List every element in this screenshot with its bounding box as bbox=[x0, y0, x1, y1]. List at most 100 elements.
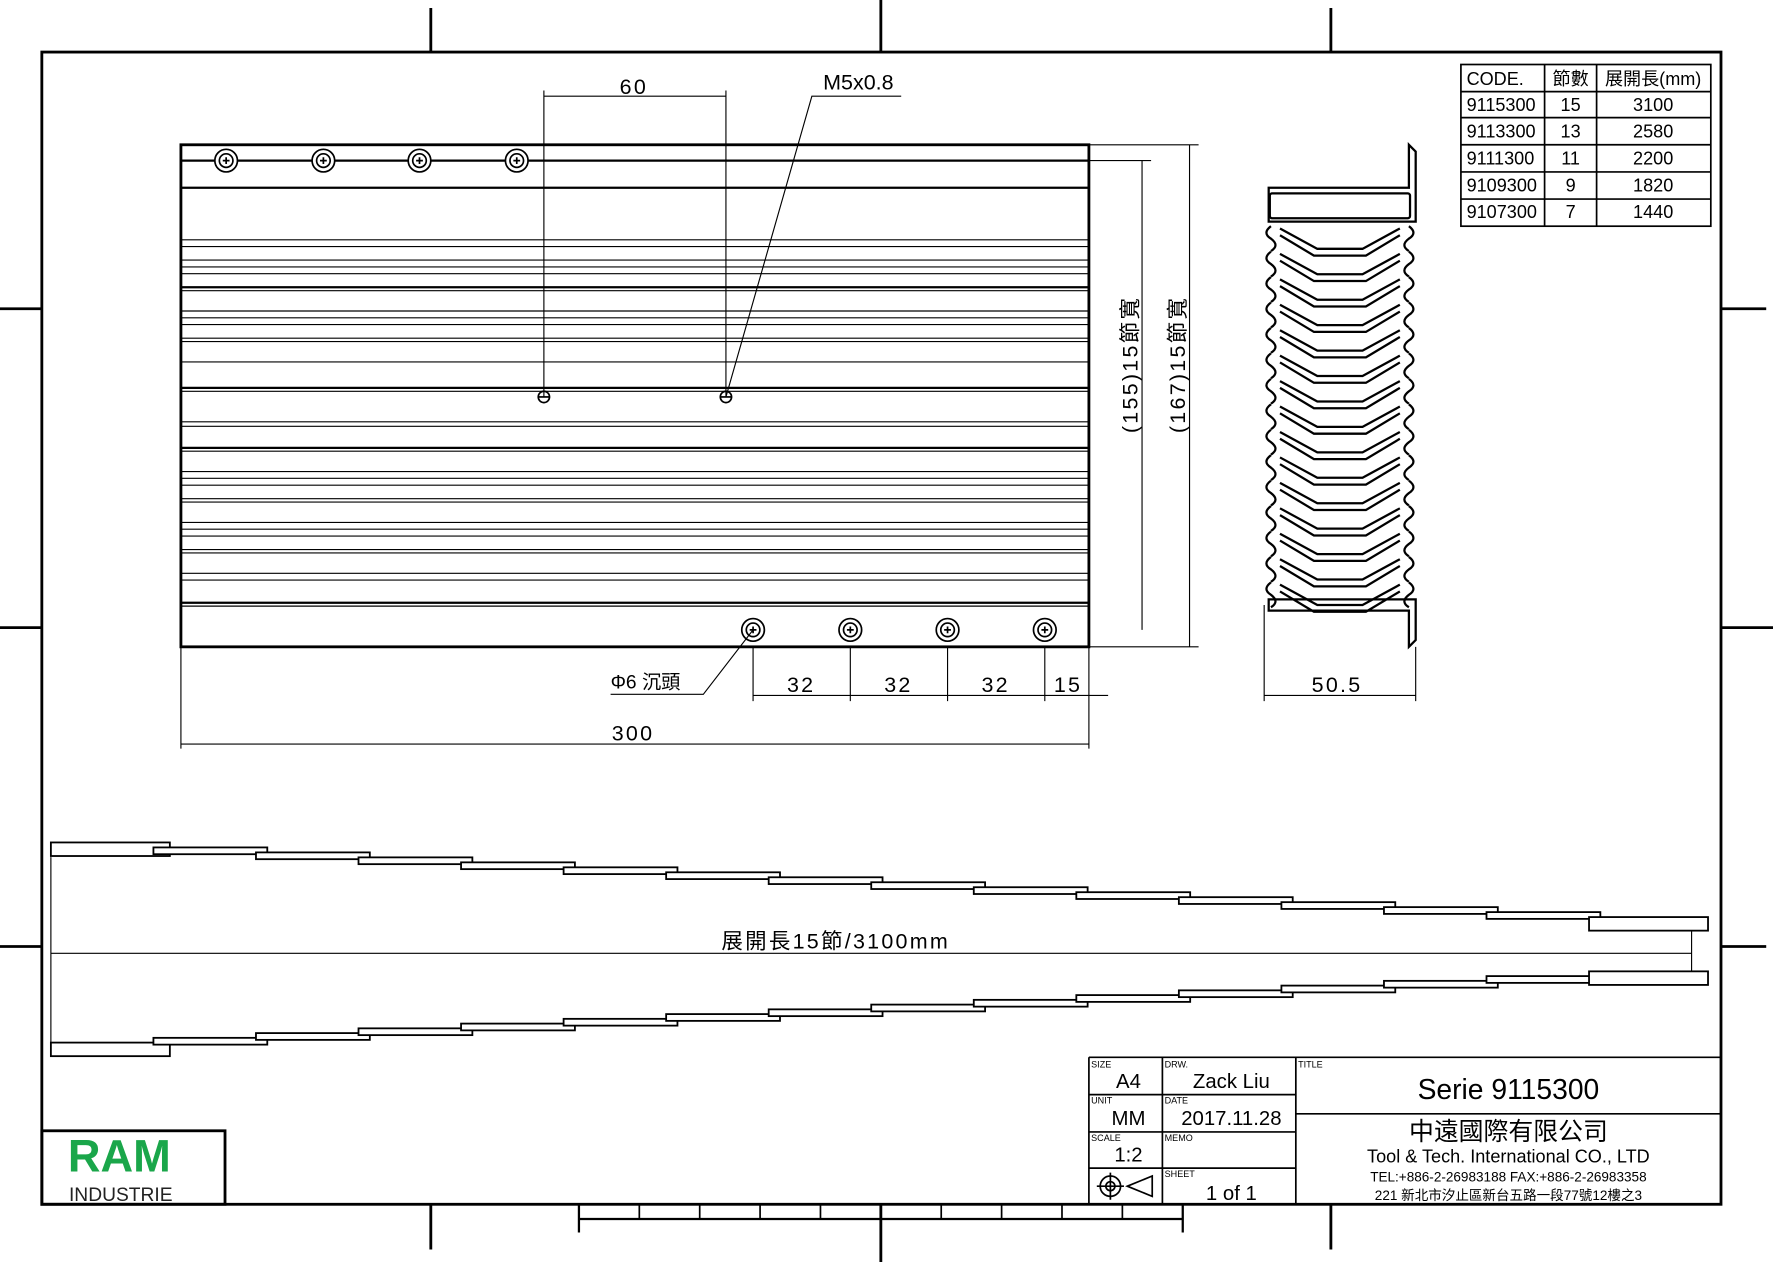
drawing-title: Serie 9115300 bbox=[1418, 1073, 1600, 1105]
unfolded-plate bbox=[1383, 906, 1499, 915]
table-cell: 2580 bbox=[1633, 122, 1673, 142]
pleat bbox=[1265, 352, 1415, 384]
company-name-cn: 中遠國際有限公司 bbox=[1409, 1117, 1608, 1146]
drw-label: DRW. bbox=[1165, 1059, 1188, 1069]
unfolded-plate bbox=[972, 998, 1089, 1008]
pleat bbox=[1265, 250, 1415, 283]
countersunk-hole-icon bbox=[407, 148, 432, 173]
dim-32: 32 bbox=[787, 673, 815, 697]
unfolded-plate bbox=[152, 846, 269, 856]
unfolded-plate bbox=[767, 876, 884, 885]
table-cell: 7 bbox=[1566, 202, 1576, 222]
company-name-en: Tool & Tech. International CO., LTD bbox=[1367, 1146, 1650, 1166]
pleat bbox=[1265, 327, 1415, 359]
table-cell: 15 bbox=[1561, 95, 1581, 115]
countersunk-hole-icon bbox=[504, 148, 529, 173]
projection-symbol-icon bbox=[1096, 1172, 1154, 1200]
header-code: CODE. bbox=[1467, 69, 1524, 89]
memo-label: MEMO bbox=[1165, 1133, 1193, 1143]
unfolded-plate bbox=[49, 841, 171, 857]
table-cell: 9 bbox=[1566, 175, 1576, 195]
unit-label: UNIT bbox=[1091, 1096, 1113, 1106]
header-sections: 節數 bbox=[1553, 69, 1589, 89]
header-length: 展開長(mm) bbox=[1605, 69, 1701, 89]
unfolded-plate bbox=[972, 886, 1089, 895]
unfolded-length: 展開長15節/3100mm bbox=[721, 930, 950, 954]
table-cell: 13 bbox=[1561, 122, 1581, 142]
drawer-value: Zack Liu bbox=[1193, 1071, 1270, 1093]
unfolded-plate bbox=[562, 1017, 679, 1027]
unfolded-plate bbox=[460, 1022, 576, 1032]
pleat bbox=[1265, 301, 1415, 334]
logo-brand: RAM bbox=[68, 1130, 171, 1181]
unfolded-plate bbox=[870, 881, 986, 890]
unfolded-plate bbox=[460, 861, 576, 871]
unfolded-plate bbox=[1075, 994, 1192, 1003]
unfolded-plate bbox=[1588, 970, 1709, 986]
countersunk-hole-icon bbox=[838, 617, 863, 643]
sheet-label: SHEET bbox=[1165, 1169, 1196, 1179]
pleat bbox=[1265, 581, 1415, 613]
unfolded-plate bbox=[665, 1013, 781, 1022]
table-cell: 9113300 bbox=[1467, 122, 1536, 142]
company-address: 221 新北市汐止區新台五路一段77號12樓之3 bbox=[1375, 1187, 1642, 1203]
unfolded-plate bbox=[1280, 901, 1397, 910]
dimension-labels: 60 M5x0.8 (155)15節寬 (167)15節寬 32 32 32 1… bbox=[611, 70, 1363, 954]
table-cell: 1440 bbox=[1633, 202, 1673, 222]
title-label: TITLE bbox=[1298, 1059, 1323, 1069]
unfolded-plate bbox=[49, 1041, 171, 1058]
date-label: DATE bbox=[1165, 1096, 1188, 1106]
pleat bbox=[1265, 454, 1415, 486]
unfolded-plate bbox=[1485, 911, 1602, 920]
dim-15: 15 bbox=[1054, 673, 1082, 697]
dimensions bbox=[50, 90, 1693, 1050]
scale-label: SCALE bbox=[1091, 1133, 1121, 1143]
side-profile bbox=[1265, 142, 1417, 650]
pleat bbox=[1265, 428, 1415, 461]
size-value: A4 bbox=[1116, 1071, 1141, 1093]
dim-167: (167)15節寬 bbox=[1166, 296, 1190, 433]
unfolded-plate bbox=[1588, 916, 1709, 932]
table-cell: 1820 bbox=[1633, 175, 1673, 195]
dim-50-5: 50.5 bbox=[1312, 673, 1363, 697]
table-cell: 3100 bbox=[1633, 95, 1673, 115]
unfolded-plate bbox=[1075, 891, 1192, 900]
unfolded-plate bbox=[357, 856, 474, 866]
countersunk-hole-icon bbox=[311, 148, 336, 173]
hole-callout: Φ6 沉頭 bbox=[611, 672, 681, 694]
pleat bbox=[1265, 225, 1415, 257]
countersunk-hole-icon bbox=[213, 148, 239, 173]
countersunk-hole-icon bbox=[935, 617, 960, 643]
thread-callout: M5x0.8 bbox=[823, 70, 893, 94]
unit-value: MM bbox=[1112, 1108, 1146, 1130]
unfolded-plate bbox=[1485, 975, 1602, 984]
dim-300: 300 bbox=[612, 722, 655, 746]
pleat bbox=[1265, 479, 1415, 512]
unfolded-plate bbox=[870, 1003, 986, 1013]
dim-155: (155)15節寬 bbox=[1119, 296, 1143, 433]
logo-sub: INDUSTRIE bbox=[69, 1185, 173, 1206]
dim-60: 60 bbox=[620, 75, 648, 99]
table-cell: 2200 bbox=[1633, 148, 1673, 168]
countersunk-hole-icon bbox=[1032, 617, 1057, 643]
pleat bbox=[1265, 505, 1415, 537]
pleat bbox=[1265, 556, 1415, 588]
date-value: 2017.11.28 bbox=[1181, 1108, 1281, 1130]
pleat bbox=[1265, 276, 1415, 308]
pleat bbox=[1265, 403, 1415, 435]
pleat bbox=[1265, 530, 1415, 563]
unfolded-plate bbox=[255, 851, 371, 861]
table-cell: 11 bbox=[1561, 148, 1580, 168]
scale-value: 1:2 bbox=[1114, 1144, 1142, 1166]
unfolded-view bbox=[49, 841, 1709, 1058]
pleat bbox=[1265, 377, 1415, 410]
countersunk-hole-icon bbox=[740, 617, 766, 643]
unfolded-plate bbox=[665, 871, 781, 880]
dim-32: 32 bbox=[981, 673, 1009, 697]
unfolded-plate bbox=[1177, 896, 1294, 905]
unfolded-plate bbox=[255, 1032, 371, 1041]
title-block: SIZE UNIT SCALE DRW. DATE MEMO SHEET TIT… bbox=[1088, 1056, 1721, 1205]
dim-32: 32 bbox=[884, 673, 912, 697]
